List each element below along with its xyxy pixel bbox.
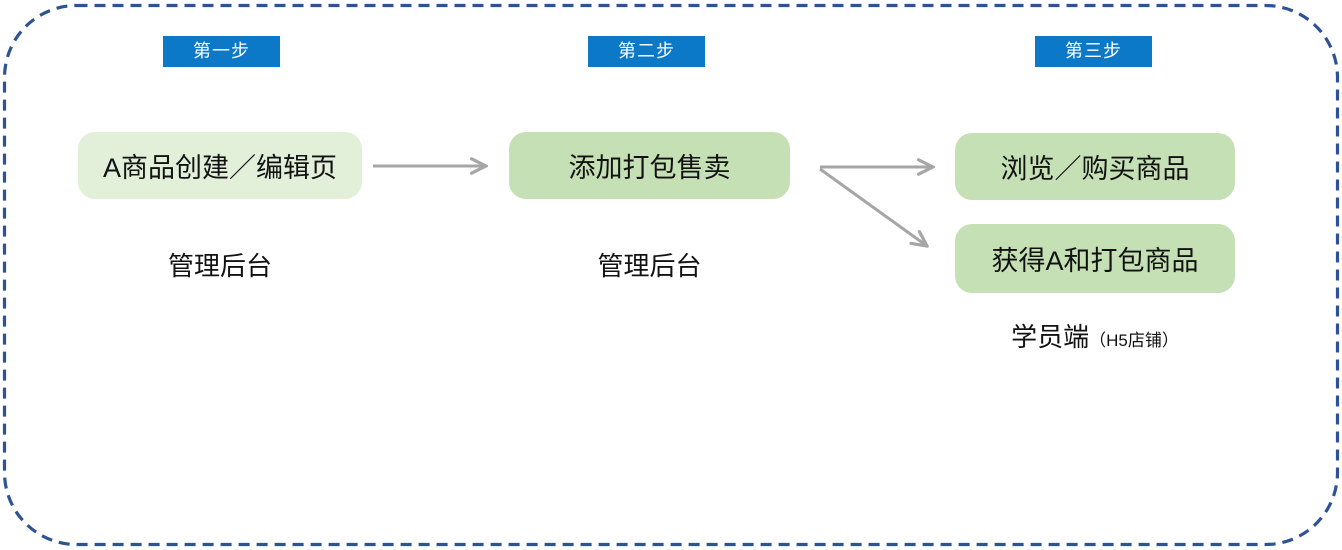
zone-label-student-sub: （H5店铺）	[1089, 331, 1179, 350]
zone-label-admin-backend-1: 管理后台	[167, 251, 272, 281]
flow-box-browse-buy: 浏览／购买商品	[955, 133, 1235, 200]
flow-box-add-bundle-sale: 添加打包售卖	[509, 132, 790, 199]
arrow-step2-to-get-bundle	[819, 167, 927, 246]
flow-box-create-edit-page: A商品创建／编辑页	[78, 132, 362, 199]
flow-box-get-bundle: 获得A和打包商品	[955, 224, 1235, 293]
zone-label-student-h5: 学员端（H5店铺）	[955, 317, 1235, 354]
step-badge-1: 第一步	[163, 36, 280, 67]
dashed-border-rect	[2, 3, 1340, 547]
zone-label-student-main: 学员端	[1011, 322, 1090, 352]
step-badge-3: 第三步	[1035, 36, 1152, 67]
step-badge-2: 第二步	[588, 36, 705, 67]
zone-label-admin-backend-2: 管理后台	[597, 251, 702, 281]
